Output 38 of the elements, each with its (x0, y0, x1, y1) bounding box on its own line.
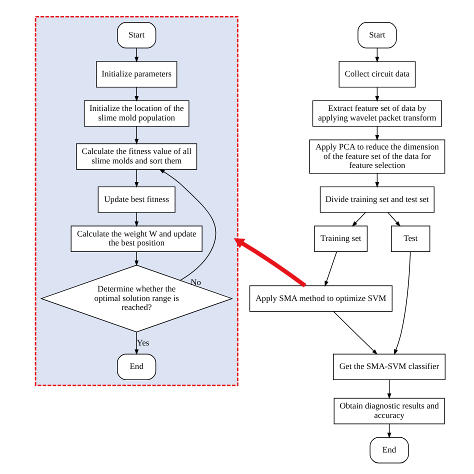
edge-label: Yes (136, 337, 149, 348)
arrow (386, 379, 391, 400)
node-box: Test (390, 226, 430, 252)
arrow (134, 126, 138, 145)
arrow (134, 332, 138, 356)
node-box: Calculate the fitness value of all slime molds and sort them (76, 143, 197, 170)
node-box: Initialize parameters (96, 61, 177, 88)
arrow (394, 251, 410, 356)
arrow (158, 168, 216, 281)
arrow (134, 169, 138, 188)
arrow (332, 311, 378, 355)
node-box: End (116, 354, 156, 380)
arrow (233, 238, 306, 288)
node-box: Start (116, 22, 156, 48)
arrow (374, 86, 379, 102)
arrow (374, 48, 379, 63)
arrow (351, 212, 366, 227)
arrow (134, 48, 138, 63)
node-box: Collect circuit data (338, 61, 416, 88)
arrow (134, 212, 138, 228)
node-box: Apply SMA method to optimize SVM (248, 285, 392, 312)
node-box: Apply PCA to reduce the dimension of the feature set of the data for feature selection (308, 140, 445, 174)
arrow (134, 86, 138, 102)
node-box: Extract feature set of data by applying wavelet packet transform (312, 100, 442, 127)
node-box: Update best fitness (97, 186, 175, 213)
node-box: Get the SMA-SVM classifier (332, 354, 445, 380)
node-box: Calculate the weight W and update the best position (70, 226, 202, 252)
node-box: Obtain diagnostic results and accuracy (333, 398, 444, 424)
node-box: End (369, 437, 408, 464)
arrow (387, 212, 400, 227)
arrow (386, 424, 391, 438)
cluster (34, 16, 238, 386)
node-box: Training set (314, 226, 368, 252)
node-box: Divide training set and test set (319, 186, 434, 213)
edge-label: No (190, 276, 201, 287)
arrow (324, 252, 336, 287)
node-box: Initialize the location of the slime mold population (83, 100, 189, 127)
node-box: Start (357, 22, 396, 48)
